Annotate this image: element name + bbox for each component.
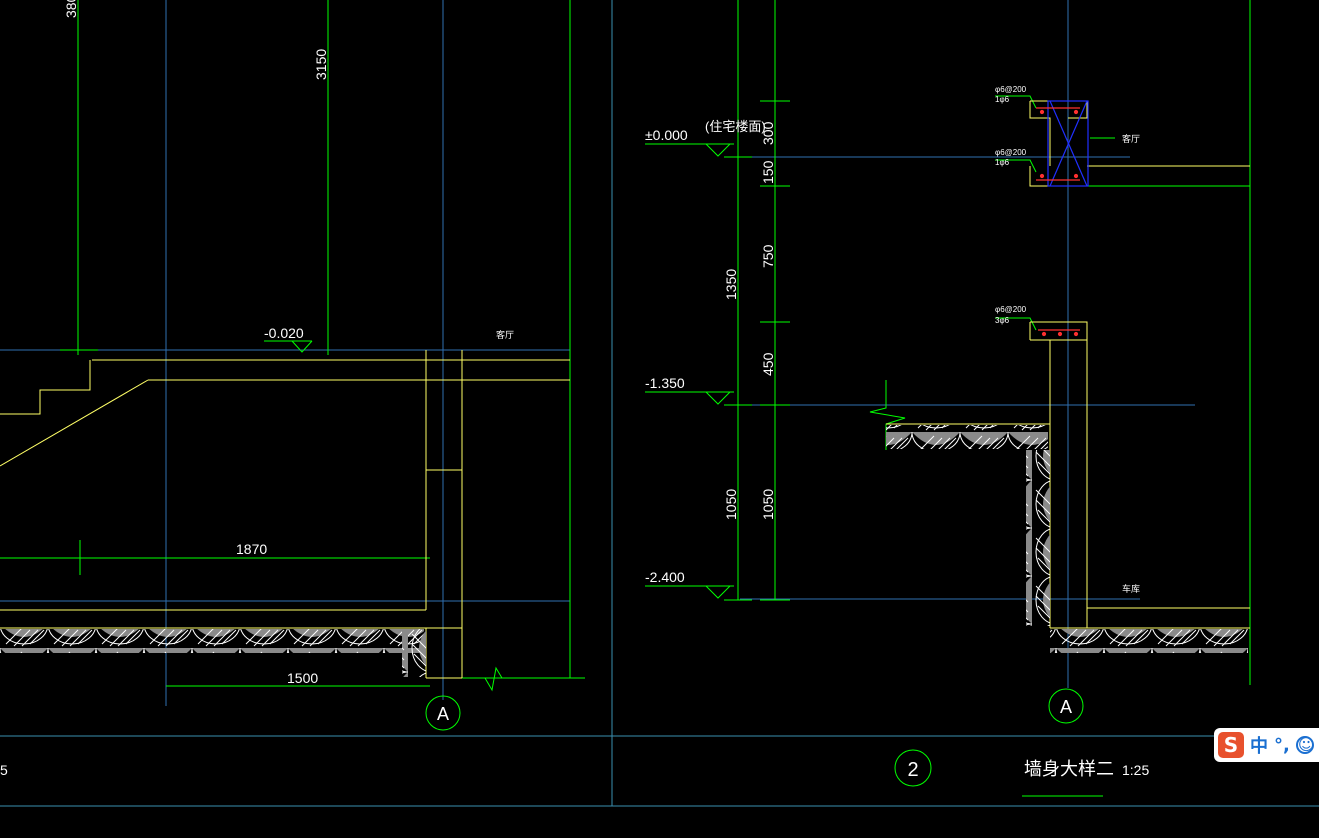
rebar-callout-2: φ6@200 [995, 148, 1027, 157]
level-label-left: -0.020 [264, 325, 304, 341]
level-zero: ±0.000 [645, 127, 688, 143]
room-label-bottom: 车库 [1122, 583, 1140, 594]
ime-logo-icon[interactable]: S [1218, 732, 1244, 758]
dim-450: 450 [760, 352, 776, 376]
dim-1050-inner: 1050 [760, 489, 776, 520]
room-label-left: 客厅 [496, 329, 514, 340]
ime-toolbar[interactable]: S 中 °, ☺ [1214, 728, 1319, 762]
axis-bubble-right: A [1048, 688, 1084, 724]
earth-hatch-right-wall [1026, 450, 1050, 626]
earth-hatch-right-bottom [1050, 629, 1248, 653]
detail-number: 2 [907, 759, 918, 781]
dim-1500: 1500 [287, 670, 318, 686]
dim-1870: 1870 [236, 541, 267, 557]
left-detail: 3150 380 -0.020 客厅 1870 1500 5 A [0, 0, 585, 778]
dim-300: 300 [760, 121, 776, 145]
earth-hatch-right-top [886, 425, 1048, 449]
drawing-frame [0, 0, 1319, 807]
ime-punct-toggle[interactable]: °, [1274, 734, 1290, 756]
dim-1050-outer: 1050 [723, 489, 739, 520]
rebar-callout-1: φ6@200 [995, 85, 1027, 94]
rebar-callout-3: φ6@200 [995, 305, 1027, 314]
level-1350: -1.350 [645, 375, 685, 391]
svg-text:A: A [1060, 697, 1072, 717]
level-2400: -2.400 [645, 569, 685, 585]
rebar-callout-2b: 1φ6 [995, 158, 1010, 167]
detail-title-text: 墙身大样二 [1024, 759, 1114, 779]
dim-3150: 3150 [313, 49, 329, 80]
dim-150: 150 [760, 160, 776, 184]
detail-title: 2 墙身大样二 1:25 [894, 749, 1149, 797]
right-detail: ±0.000 (住宅楼面) -1.350 -2.400 300 150 750 … [645, 0, 1251, 797]
title-scale-fragment: 5 [0, 762, 8, 778]
room-label-top: 客厅 [1122, 133, 1140, 144]
dim-1350: 1350 [723, 269, 739, 300]
rebar-callout-3b: 3φ6 [995, 316, 1010, 325]
ime-emoji-icon[interactable]: ☺ [1295, 736, 1314, 754]
svg-text:A: A [437, 704, 449, 724]
earth-hatch [0, 629, 424, 653]
detail-scale: 1:25 [1122, 762, 1149, 778]
earth-hatch-vertical [402, 629, 426, 677]
axis-bubble-left: A [425, 695, 461, 731]
rebar-callout-1b: 1φ6 [995, 95, 1010, 104]
level-zero-note: (住宅楼面) [705, 119, 766, 134]
ime-mode-toggle[interactable]: 中 [1250, 736, 1268, 757]
dim-750: 750 [760, 244, 776, 268]
dim-380: 380 [63, 0, 79, 18]
